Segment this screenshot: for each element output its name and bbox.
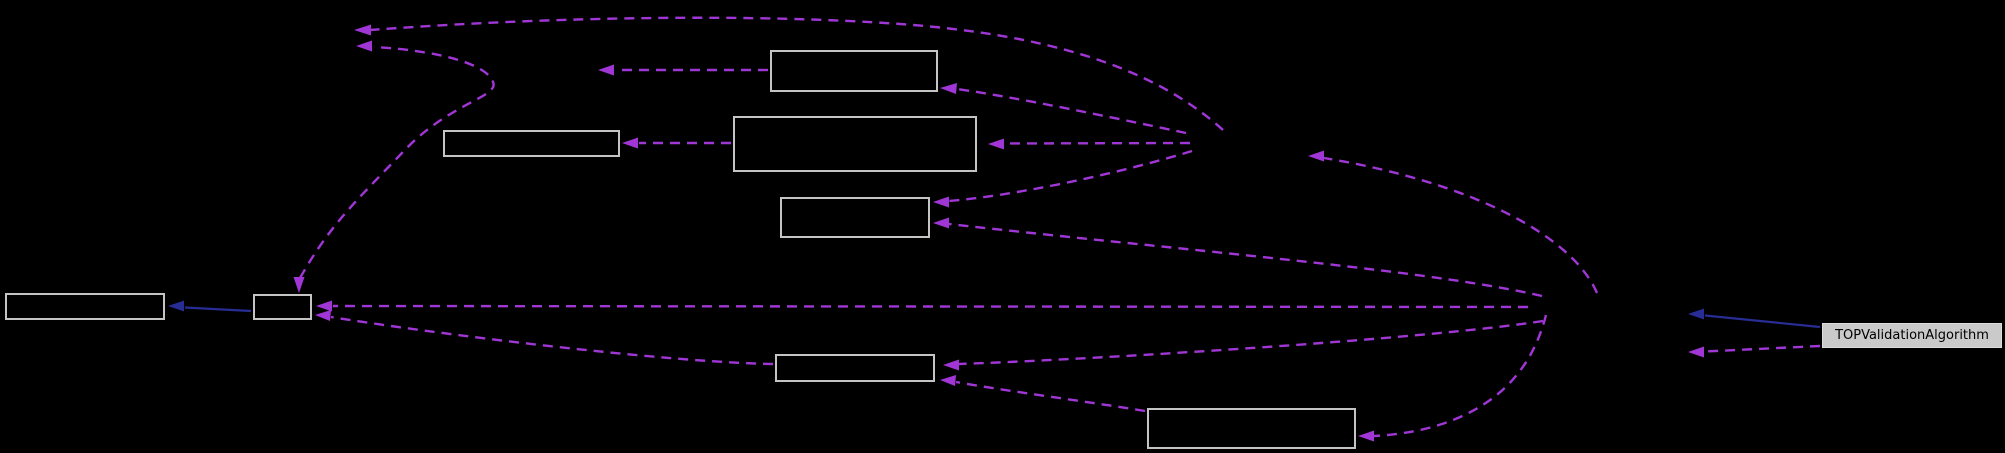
arrowhead xyxy=(354,24,371,36)
node-box-large-middle[interactable] xyxy=(733,116,977,172)
arrowhead xyxy=(622,137,638,149)
edge-boxtop-to-hidden-mid xyxy=(598,64,768,76)
arrowhead xyxy=(988,138,1004,150)
node-box-mid-left[interactable] xyxy=(443,130,620,157)
edge-smallleft-hidden-topleft-mutual xyxy=(293,40,495,293)
edge-bottomcenter-to-smallleft xyxy=(315,310,774,366)
arrowhead xyxy=(316,300,332,312)
edge-smallleft-to-farleft-inherit xyxy=(168,300,252,313)
arrowhead xyxy=(940,83,957,94)
edge-huba-to-largebox xyxy=(988,138,1191,150)
edge-huba-to-midcenter xyxy=(933,149,1193,208)
node-box-top[interactable] xyxy=(770,50,938,92)
edge-hubb-to-huba xyxy=(1308,150,1599,294)
node-box-bottom-right[interactable] xyxy=(1147,408,1356,449)
arrowhead xyxy=(598,64,614,76)
arrowhead xyxy=(1688,346,1704,358)
arrowhead xyxy=(1358,430,1374,442)
arrowhead xyxy=(1688,308,1704,320)
arrowhead xyxy=(933,196,949,208)
arrowhead xyxy=(943,359,959,371)
node-main-topvalidationalgorithm[interactable]: TOPValidationAlgorithm xyxy=(1822,323,2002,348)
arrowhead xyxy=(1308,150,1324,162)
node-box-small-left[interactable] xyxy=(253,294,312,320)
arrowhead xyxy=(940,375,956,386)
edge-hubb-to-midcenter xyxy=(933,217,1543,298)
edge-hubb-to-bottomright xyxy=(1358,314,1548,442)
node-box-mid-center[interactable] xyxy=(780,197,930,238)
main-node-label: TOPValidationAlgorithm xyxy=(1835,328,1989,343)
edge-huba-to-hidden-topleft xyxy=(354,16,1224,131)
arrowhead xyxy=(315,310,331,321)
edge-main-to-hubb-usage xyxy=(1688,344,1821,358)
arrowhead xyxy=(168,300,184,312)
arrowhead xyxy=(293,277,305,293)
arrowhead xyxy=(356,40,372,52)
node-box-bottom-center[interactable] xyxy=(775,354,935,382)
arrowhead xyxy=(933,217,949,229)
edge-huba-to-boxtop xyxy=(940,83,1187,135)
edge-main-to-hubb-inherit xyxy=(1688,308,1821,329)
edge-bottomright-to-bottomcenter xyxy=(940,375,1146,413)
edge-hubb-to-smallleft xyxy=(316,300,1529,312)
node-box-far-left[interactable] xyxy=(5,293,165,320)
edge-largebox-to-midleft xyxy=(622,137,731,149)
edge-hubb-to-bottomcenter xyxy=(943,319,1544,371)
